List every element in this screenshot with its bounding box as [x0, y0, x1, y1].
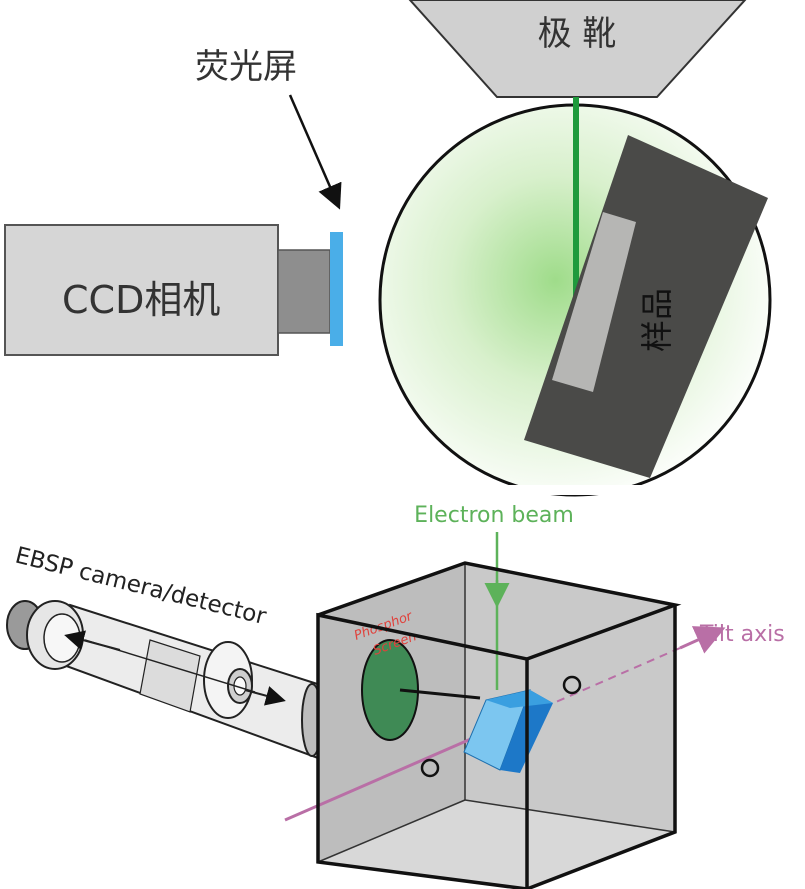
hole — [562, 675, 582, 695]
tilt-axis-arrow — [679, 626, 726, 654]
ccd-camera-label: CCD相机 — [62, 278, 220, 322]
sample-label: 样品 — [638, 288, 676, 352]
phosphor-screen-3d — [361, 639, 419, 741]
phosphor-screen — [330, 232, 343, 346]
ebsp-camera — [6, 600, 332, 760]
screen-label: 荧光屏 — [195, 47, 297, 87]
electron-beam-label: Electron beam — [414, 503, 574, 528]
sample — [524, 135, 768, 478]
box-edges — [316, 561, 682, 889]
ccd-camera — [4, 224, 343, 356]
pattern-line — [399, 688, 481, 700]
pole-piece-label: 极 靴 — [538, 14, 617, 54]
pole-piece — [408, 0, 747, 98]
hole — [420, 758, 440, 778]
screen-pointer-arrow — [288, 94, 342, 210]
